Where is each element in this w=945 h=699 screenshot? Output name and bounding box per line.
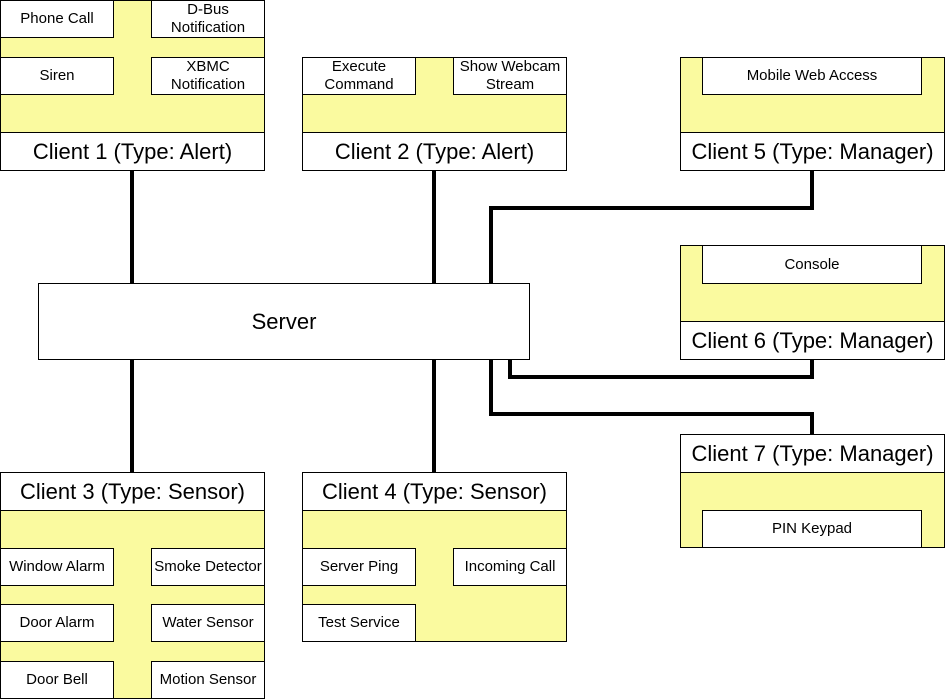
- server-label: Server: [251, 308, 317, 334]
- client-1-item-siren: Siren: [0, 57, 114, 95]
- client-1-title: Client 1 (Type: Alert): [0, 132, 265, 171]
- client-3-item-door-alarm: Door Alarm: [0, 604, 114, 642]
- client-3-item-water-sensor: Water Sensor: [151, 604, 265, 642]
- client-6-item-console: Console: [702, 245, 922, 284]
- client-2-title: Client 2 (Type: Alert): [302, 132, 567, 171]
- client-3-item-window-alarm: Window Alarm: [0, 548, 114, 586]
- client-1-item-phone-call: Phone Call: [0, 0, 114, 38]
- client-4-item-incoming-call: Incoming Call: [453, 548, 567, 586]
- client-5-item-mobile-web-access: Mobile Web Access: [702, 57, 922, 95]
- client-5-title: Client 5 (Type: Manager): [680, 132, 945, 171]
- client-6-title: Client 6 (Type: Manager): [680, 321, 945, 360]
- client-3-item-motion-sensor: Motion Sensor: [151, 661, 265, 699]
- client-3-item-smoke-detector: Smoke Detector: [151, 548, 265, 586]
- client-1-item-dbus-notification: D-Bus Notification: [151, 0, 265, 38]
- server-node: Server: [38, 283, 530, 360]
- client-2-item-show-webcam-stream: Show Webcam Stream: [453, 57, 567, 95]
- client-7-title: Client 7 (Type: Manager): [680, 434, 945, 473]
- client-4-item-server-ping: Server Ping: [302, 548, 416, 586]
- client-1-item-xbmc-notification: XBMC Notification: [151, 57, 265, 95]
- client-7-item-pin-keypad: PIN Keypad: [702, 510, 922, 548]
- client-3-item-door-bell: Door Bell: [0, 661, 114, 699]
- client-4-title: Client 4 (Type: Sensor): [302, 472, 567, 511]
- client-2-item-execute-command: Execute Command: [302, 57, 416, 95]
- client-3-title: Client 3 (Type: Sensor): [0, 472, 265, 511]
- client-4-item-test-service: Test Service: [302, 604, 416, 642]
